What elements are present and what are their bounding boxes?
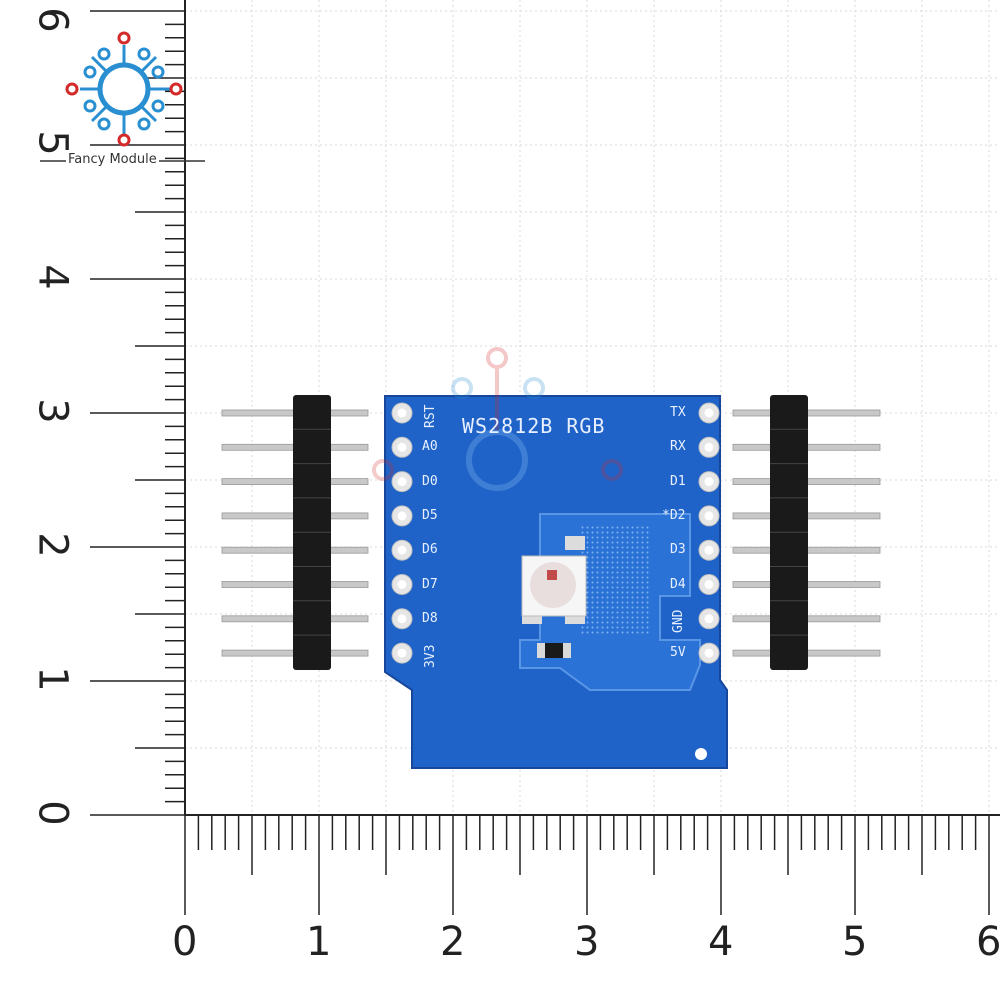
- pad-hole: [397, 477, 407, 487]
- smd-component: [537, 643, 571, 658]
- ws2812b-led: [521, 536, 587, 624]
- pcb-board: [372, 347, 728, 769]
- horizontal-scale-label: 0: [172, 919, 198, 965]
- pad-hole: [704, 442, 714, 452]
- horizontal-scale-label: 1: [306, 919, 332, 965]
- pad-hole: [397, 580, 407, 589]
- watermark-logo: [372, 347, 623, 491]
- horizontal-scale-label: 2: [440, 919, 466, 965]
- pin-header-left: [221, 395, 369, 670]
- right-pin-label: 5V: [670, 645, 686, 661]
- left-pin-label: D7: [422, 576, 438, 592]
- vertical-scale-label: 0: [29, 800, 76, 826]
- vertical-scale-label: 1: [29, 666, 76, 692]
- vertical-ruler: [90, 0, 186, 816]
- right-pin-label: RX: [670, 439, 686, 455]
- board-title: WS2812B RGB: [462, 414, 606, 438]
- vertical-scale-label: 5: [29, 130, 76, 156]
- pad-hole: [704, 545, 714, 555]
- pads-right: [698, 402, 720, 664]
- pad-hole: [397, 511, 407, 521]
- horizontal-scale-label: 5: [842, 919, 868, 965]
- left-pin-label: D8: [422, 610, 438, 626]
- right-pin-label: TX: [670, 405, 686, 420]
- horizontal-scale-label: 3: [574, 919, 600, 965]
- pad-hole: [704, 614, 714, 624]
- pad-hole: [397, 442, 407, 452]
- left-pin-label: D6: [422, 542, 438, 558]
- vertical-scale-label: 3: [29, 398, 76, 424]
- right-pin-label: *D2: [662, 507, 686, 523]
- horizontal-ruler: [184, 814, 1000, 915]
- left-pin-label: RST: [423, 404, 438, 428]
- pads-left: [391, 402, 413, 664]
- left-pin-label: D5: [422, 507, 438, 523]
- pad-hole: [704, 511, 714, 521]
- left-pin-label: 3V3: [423, 644, 438, 669]
- vertical-scale-label: 4: [29, 264, 76, 290]
- horizontal-scale-label: 6: [976, 919, 1000, 965]
- vertical-scale-label: 6: [29, 7, 76, 33]
- horizontal-scale-label: 4: [708, 919, 734, 965]
- left-pin-label: D0: [422, 473, 438, 489]
- brand-logo: [40, 31, 205, 162]
- pad-hole: [397, 614, 407, 624]
- pad-hole: [397, 648, 407, 658]
- pad-hole: [704, 648, 714, 658]
- pin-header-right: [732, 395, 881, 670]
- pad-hole: [397, 408, 407, 418]
- right-pin-label: D1: [670, 473, 686, 489]
- mounting-hole: [695, 748, 707, 760]
- right-pin-label: D3: [670, 542, 686, 558]
- pad-hole: [704, 477, 714, 487]
- brand-name: Fancy Module: [66, 152, 159, 167]
- right-pin-label: D4: [670, 576, 686, 592]
- left-pin-label: A0: [422, 439, 438, 455]
- right-pin-label: GND: [671, 609, 686, 633]
- vertical-scale-label: 2: [29, 532, 76, 558]
- pad-hole: [704, 580, 714, 589]
- pad-hole: [704, 408, 714, 418]
- via-grid-area: [580, 525, 650, 635]
- pad-hole: [397, 545, 407, 555]
